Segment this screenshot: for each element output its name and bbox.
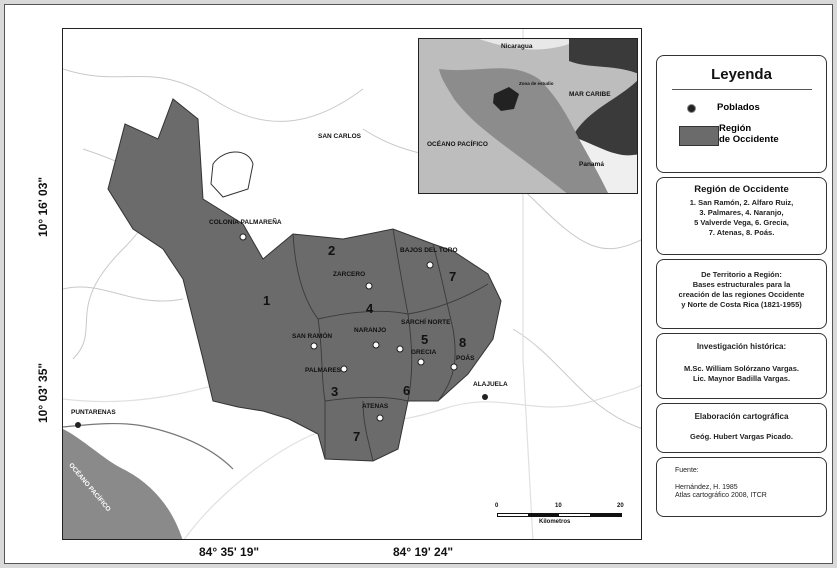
book-panel-line: De Territorio a Región: (701, 270, 782, 279)
town-dot (417, 358, 425, 366)
book-panel: De Territorio a Región: Bases estructura… (656, 259, 827, 329)
scale-tick-10: 10 (555, 503, 562, 509)
coord-lon-left: 84° 35' 19" (199, 545, 260, 559)
legend-title: Leyenda (711, 66, 772, 83)
investigation-title: Investigación histórica: (696, 342, 787, 351)
coord-lat-top: 10° 16' 03" (36, 176, 50, 237)
canton-number: 7 (353, 429, 361, 444)
source-title: Fuente: (675, 467, 699, 474)
region-panel-title: Región de Occidente (694, 184, 789, 195)
puntarenas-dot (75, 422, 81, 428)
canton-number: 7 (449, 269, 457, 284)
book-panel-line: y Norte de Costa Rica (1821-1955) (681, 300, 802, 309)
investigation-line: M.Sc. William Solórzano Vargas. (684, 364, 799, 373)
label-zarcero: ZARCERO (333, 271, 366, 278)
scale-tick-20: 20 (617, 503, 624, 509)
label-grecia: GRECIA (411, 349, 437, 356)
legend-poblados: Poblados (717, 102, 760, 113)
poblado-symbol (687, 104, 696, 113)
inset-label-zona: Zona de estudio (519, 81, 554, 86)
inset-label-panama: Panamá (579, 161, 604, 168)
label-palmares: PALMARES (305, 367, 341, 374)
coord-lon-right: 84° 19' 24" (393, 545, 454, 559)
cartography-title: Elaboración cartográfica (694, 412, 789, 421)
label-poas: POÁS (456, 355, 475, 362)
canton-number: 3 (331, 384, 339, 399)
town-dot (310, 342, 318, 350)
map-svg (63, 29, 641, 539)
legend-region: Región de Occidente (719, 123, 779, 145)
town-dot (372, 341, 380, 349)
inset-map: Nicaragua Zona de estudio MAR CARIBE OCÉ… (418, 38, 638, 194)
source-panel: Fuente: Hernández, H. 1985 Atlas cartogr… (656, 457, 827, 517)
region-occidente (107, 98, 502, 462)
canton-number: 2 (328, 243, 336, 258)
source-line: Atlas cartográfico 2008, ITCR (675, 492, 767, 499)
inset-label-oceano: OCÉANO PACÍFICO (427, 141, 488, 148)
map-frame: SAN CARLOS COLONIA PALMAREÑA BAJOS DEL T… (4, 4, 833, 564)
cartography-panel: Elaboración cartográfica Geóg. Hubert Va… (656, 403, 827, 453)
town-dot (239, 233, 247, 241)
label-san-carlos: SAN CARLOS (318, 133, 361, 140)
source-line: Hernández, H. 1985 (675, 484, 738, 491)
town-dot (396, 345, 404, 353)
investigation-panel: Investigación histórica: M.Sc. William S… (656, 333, 827, 399)
coord-lat-bottom: 10° 03' 35" (36, 362, 50, 423)
label-alajuela: ALAJUELA (473, 381, 508, 388)
investigation-line: Lic. Maynor Badilla Vargas. (692, 374, 791, 383)
region-panel-line: 5 Valverde Vega, 6. Grecia, (694, 218, 789, 227)
label-colonia-palmarena: COLONIA PALMAREÑA (209, 219, 282, 226)
inset-label-nicaragua: Nicaragua (501, 43, 533, 50)
main-map: SAN CARLOS COLONIA PALMAREÑA BAJOS DEL T… (62, 28, 642, 540)
legend-region-line2: de Occidente (719, 134, 779, 145)
region-panel-line: 7. Atenas, 8. Poás. (708, 228, 775, 237)
canton-number: 5 (421, 332, 429, 347)
scale-unit: Kilometros (539, 519, 571, 525)
region-panel: Región de Occidente 1. San Ramón, 2. Alf… (656, 177, 827, 255)
label-san-ramon: SAN RAMÓN (292, 333, 333, 340)
cartography-line: Geóg. Hubert Vargas Picado. (690, 432, 793, 441)
canton-number: 1 (263, 293, 271, 308)
town-dot (365, 282, 373, 290)
inset-label-mar-caribe: MAR CARIBE (569, 91, 611, 98)
label-atenas: ATENAS (362, 403, 389, 410)
town-dot (426, 261, 434, 269)
canton-number: 6 (403, 383, 411, 398)
canton-number: 4 (366, 301, 374, 316)
scale-tick-0: 0 (495, 503, 499, 509)
legend-region-line1: Región (719, 123, 752, 134)
region-panel-line: 3. Palmares, 4. Naranjo, (699, 208, 784, 217)
legend-panel: Leyenda Poblados Región de Occidente (656, 55, 827, 173)
town-dot (376, 414, 384, 422)
label-bajos-del-toro: BAJOS DEL TORO (400, 247, 458, 254)
label-sarchi-norte: SARCHÍ NORTE (401, 319, 451, 326)
canton-number: 8 (459, 335, 467, 350)
alajuela-dot (482, 394, 488, 400)
ocean-area (63, 429, 183, 539)
town-dot (450, 363, 458, 371)
region-panel-line: 1. San Ramón, 2. Alfaro Ruiz, (689, 198, 794, 207)
label-puntarenas: PUNTARENAS (71, 409, 116, 416)
label-naranjo: NARANJO (354, 327, 387, 334)
town-dot (340, 365, 348, 373)
book-panel-line: creación de las regiones Occidente (678, 290, 805, 299)
book-panel-line: Bases estructurales para la (692, 280, 791, 289)
region-symbol (679, 126, 719, 146)
